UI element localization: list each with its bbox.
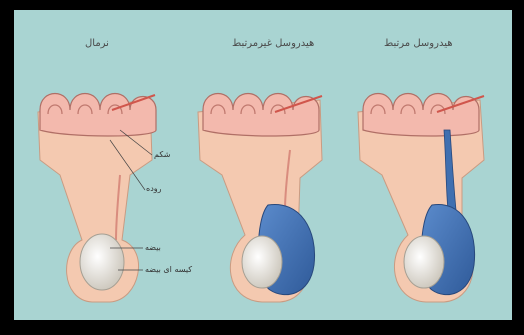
testis-shape	[404, 236, 444, 288]
intestine-illustration	[203, 94, 319, 137]
panel-title-communicating: هیدروسل مرتبط	[384, 38, 453, 49]
panel-non-communicating	[198, 94, 322, 303]
intestine-illustration	[363, 94, 479, 137]
label-testis: بیضه	[145, 243, 161, 252]
label-intestine: روده	[146, 184, 161, 193]
panel-communicating	[358, 94, 484, 303]
panel-title-non-communicating: هیدروسل غیرمرتبط	[232, 38, 314, 49]
panel-title-normal: نرمال	[85, 38, 109, 49]
panel-normal	[38, 94, 156, 303]
label-vaginalis: کیسه ای بیضه	[145, 265, 192, 274]
testis-shape	[80, 234, 124, 290]
label-peritoneum: شکم	[154, 150, 170, 159]
testis-shape	[242, 236, 282, 288]
